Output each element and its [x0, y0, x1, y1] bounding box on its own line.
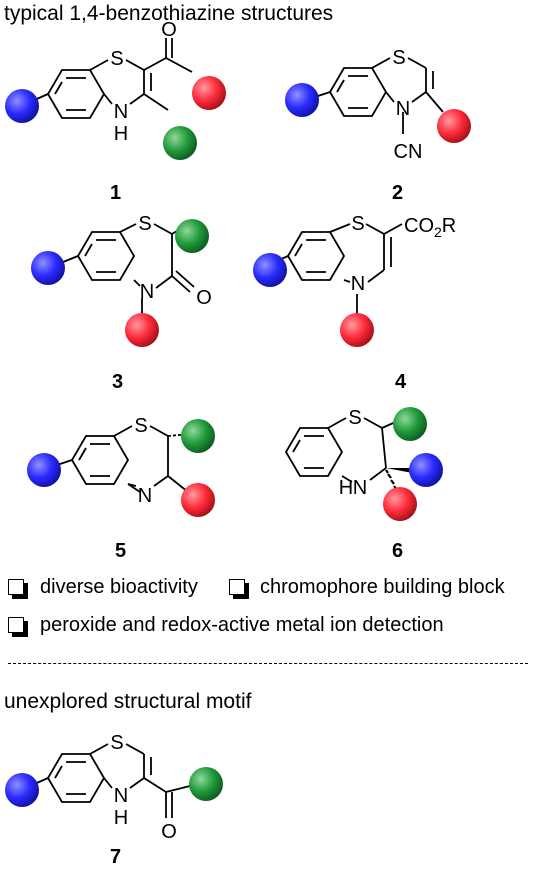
checkbox-icon: [8, 617, 29, 638]
atom-H: H: [339, 477, 353, 499]
atom-S: S: [110, 48, 123, 70]
compound-number-3: 3: [112, 371, 124, 393]
atom-N: N: [114, 101, 128, 123]
atom-N: N: [396, 98, 410, 120]
atom-CN: CN: [394, 141, 423, 163]
checkbox-icon: [229, 579, 250, 600]
blue-substituent-sphere: [5, 773, 39, 807]
red-substituent-sphere: [181, 483, 215, 517]
atom-S: S: [392, 47, 405, 69]
red-substituent-sphere: [340, 313, 374, 347]
heading-unexplored-motif: unexplored structural motif: [4, 690, 252, 713]
compound-1-structure: S N H O: [5, 19, 226, 160]
blue-substituent-sphere: [5, 89, 39, 123]
compound-4-structure: S N CO2R: [253, 213, 456, 347]
atom-N: N: [114, 785, 128, 807]
blue-substituent-sphere: [409, 453, 443, 487]
green-substituent-sphere: [189, 767, 223, 801]
green-substituent-sphere: [181, 419, 215, 453]
red-substituent-sphere: [192, 76, 226, 110]
green-substituent-sphere: [175, 219, 209, 253]
atom-O: O: [196, 287, 212, 309]
green-substituent-sphere: [163, 126, 197, 160]
bullet-peroxide-detection: peroxide and redox-active metal ion dete…: [40, 614, 444, 636]
dashed-divider: [8, 663, 528, 664]
atom-O: O: [161, 19, 177, 41]
compound-2-structure: S N CN: [285, 47, 471, 163]
atom-H: H: [114, 807, 128, 829]
compound-number-4: 4: [395, 371, 407, 393]
compound-number-2: 2: [392, 182, 404, 204]
red-substituent-sphere: [125, 313, 159, 347]
compound-number-6: 6: [392, 540, 404, 562]
compound-7-structure: S N H O: [5, 732, 223, 843]
atom-S: S: [134, 415, 147, 437]
compound-number-1: 1: [110, 182, 122, 204]
red-substituent-sphere: [437, 109, 471, 143]
atom-N: N: [140, 281, 154, 303]
atom-N: N: [138, 485, 152, 507]
blue-substituent-sphere: [27, 453, 61, 487]
bullet-chromophore: chromophore building block: [260, 576, 505, 598]
atom-S: S: [348, 407, 361, 429]
heading-typical-structures: typical 1,4-benzothiazine structures: [4, 2, 334, 25]
atom-N: N: [351, 273, 365, 295]
atom-H: H: [114, 123, 128, 145]
atom-S: S: [110, 732, 123, 754]
blue-substituent-sphere: [253, 253, 287, 287]
atom-S: S: [351, 213, 364, 235]
atom-N: N: [353, 477, 367, 499]
blue-substituent-sphere: [285, 83, 319, 117]
atom-S: S: [138, 213, 151, 235]
compound-6-structure: S N H: [284, 407, 443, 521]
compound-3-structure: S N O: [31, 213, 212, 347]
bullet-bioactivity: diverse bioactivity: [40, 576, 198, 598]
compound-number-5: 5: [115, 540, 127, 562]
blue-substituent-sphere: [31, 251, 65, 285]
compound-5-structure: S N: [27, 415, 215, 517]
checkbox-icon: [8, 579, 29, 600]
compound-number-7: 7: [110, 846, 122, 868]
ester-group: CO2R: [404, 215, 456, 240]
atom-O: O: [161, 821, 177, 843]
green-substituent-sphere: [393, 407, 427, 441]
red-substituent-sphere: [383, 487, 417, 521]
